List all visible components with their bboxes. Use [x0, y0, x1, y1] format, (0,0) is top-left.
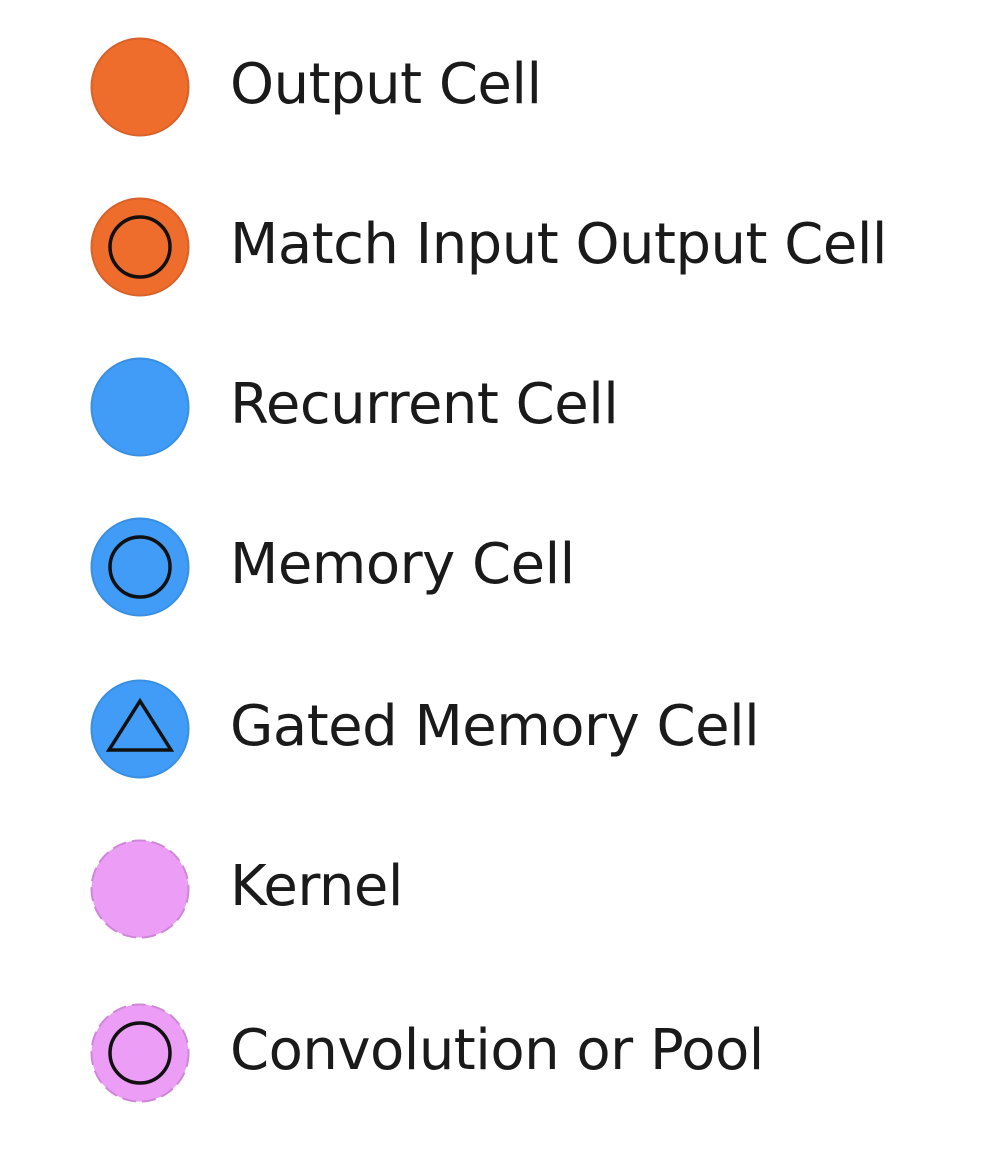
kernel-icon: [90, 839, 190, 939]
inner-triangle-symbol: [105, 697, 175, 752]
match-input-output-cell-icon: [90, 197, 190, 297]
legend-item-kernel: Kernel: [90, 839, 990, 939]
gated-memory-cell-icon: [90, 679, 190, 779]
legend-label: Recurrent Cell: [230, 372, 619, 437]
legend-label: Kernel: [230, 854, 403, 919]
legend-item-match-input-output-cell: Match Input Output Cell: [90, 197, 990, 297]
memory-cell-icon: [90, 517, 190, 617]
inner-circle-symbol: [108, 535, 172, 599]
inner-circle-symbol: [108, 215, 172, 279]
legend-item-output-cell: Output Cell: [90, 37, 990, 137]
inner-circle-symbol: [108, 1021, 172, 1085]
convolution-or-pool-icon: [90, 1003, 190, 1103]
output-cell-icon: [90, 37, 190, 137]
legend-item-recurrent-cell: Recurrent Cell: [90, 357, 990, 457]
legend-label: Output Cell: [230, 52, 542, 117]
legend-item-convolution-or-pool: Convolution or Pool: [90, 1003, 990, 1103]
legend-label: Convolution or Pool: [230, 1018, 764, 1083]
legend-label: Match Input Output Cell: [230, 212, 887, 277]
legend-label: Memory Cell: [230, 532, 575, 597]
legend-item-gated-memory-cell: Gated Memory Cell: [90, 679, 990, 779]
recurrent-cell-icon: [90, 357, 190, 457]
legend-label: Gated Memory Cell: [230, 694, 760, 759]
legend-item-memory-cell: Memory Cell: [90, 517, 990, 617]
